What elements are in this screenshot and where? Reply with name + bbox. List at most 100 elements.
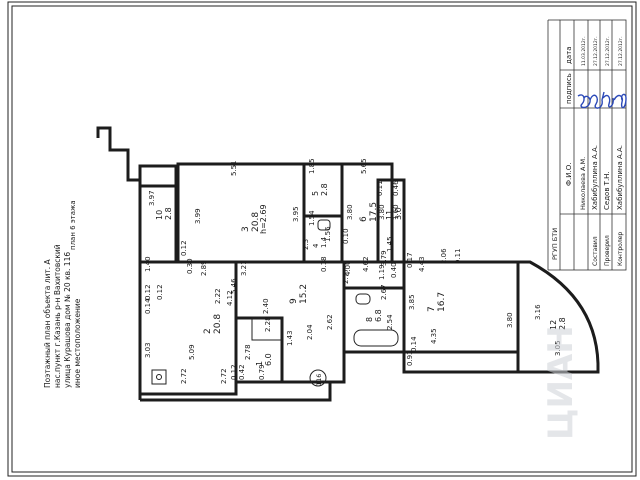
dim-label: 2.22 [214, 288, 222, 304]
bathtub-fixture [353, 329, 399, 347]
room-9-area: 15.2 [299, 284, 309, 304]
floor-label: план 6 этажа [69, 200, 77, 250]
col-header-date: дата [565, 47, 573, 65]
sink-fixture [317, 219, 331, 231]
floor-label-block: план 6 этажа [69, 200, 77, 250]
signature-block: РГУП БТИ Ф.И.О. подпись дата Николаева А… [547, 19, 627, 271]
dim-label: 0.12 [144, 284, 152, 300]
dim-label: 1.85 [308, 158, 316, 174]
toilet-fixture [355, 293, 371, 305]
dim-label: 3.85 [408, 294, 416, 310]
dim-label: 3.80 [346, 204, 354, 220]
dim-label: 3.80 [506, 312, 514, 328]
fixtures [151, 219, 399, 385]
room-5-area: 2.8 [320, 183, 329, 196]
dim-label: 1.45 [386, 236, 394, 252]
dim-label: 5.46 [230, 278, 238, 294]
room-7-area: 16.7 [437, 292, 447, 312]
dim-label: 2.04 [306, 324, 314, 340]
dim-label: 3.05 [554, 340, 562, 356]
organization-name: РГУП БТИ [551, 228, 559, 260]
room-11-number: 11 [385, 210, 394, 220]
room-10-area: 2.8 [164, 207, 173, 220]
entrance-marker [309, 369, 327, 387]
room-11-area: 3.0 [394, 207, 403, 220]
dim-label: 0.11 [376, 180, 384, 196]
dim-label: 1.43 [286, 330, 294, 346]
dim-label: 0.46 [392, 180, 400, 196]
stove-burner [156, 374, 162, 380]
dim-label: 2.54 [386, 314, 394, 330]
dim-label: 3.95 [292, 206, 300, 222]
signer-name-1: Николаева А.М. [579, 157, 587, 210]
dim-label: 3.80 [378, 204, 386, 220]
col-header-signature: подпись [565, 73, 573, 104]
room-labels: 10 2.8 3 20.8 h=2.69 5 2.8 4 1.4 6 17.5 … [155, 183, 567, 366]
header-line-4: иное местоположение [73, 298, 82, 388]
dim-label: 0.11 [454, 248, 462, 264]
room-6-area: 17.5 [369, 202, 379, 222]
room-9-number: 9 [289, 298, 299, 304]
room-4-number: 4 [312, 243, 320, 248]
header-line-2: нас.пункт г.Казань р-н Вахитовский [53, 244, 62, 388]
entrance-number: 116 [315, 374, 323, 386]
dim-label: 1.60 [392, 204, 400, 220]
col-header-name: Ф.И.О. [565, 163, 573, 186]
dim-label: 5.09 [188, 344, 196, 360]
header-line-3: улица Курашова дом № 20 кв. 116 [63, 252, 72, 388]
sign-date-4: 27.12.2012г. [618, 36, 624, 66]
building-walls [96, 126, 600, 402]
dim-label: 0.17 [406, 252, 414, 268]
dim-label: 4.35 [430, 328, 438, 344]
room-6-number: 6 [359, 216, 369, 222]
dim-label: 4.00 [344, 260, 352, 276]
room-12-area: 2.8 [558, 317, 567, 330]
dim-label: 4.62 [362, 256, 370, 272]
room-2-area: 20.8 [213, 314, 223, 334]
dim-label: 2.72 [220, 368, 228, 384]
dim-label: 0.40 [390, 262, 398, 278]
dim-label: 3.97 [148, 190, 156, 206]
sign-date-2: 27.12.2012г. [593, 36, 599, 66]
dim-label: 2.78 [244, 344, 252, 360]
room-8-area: 6.8 [374, 309, 383, 322]
signature-scribble-1 [577, 94, 591, 109]
dim-label: 0.42 [238, 364, 246, 380]
dimension-labels: 3.97 1.40 0.12 5.51 3.99 3.95 5.46 0.30 … [144, 158, 562, 384]
dim-label: 4.43 [418, 256, 426, 272]
role-2: Проверил [604, 235, 611, 266]
dim-label: 0.14 [144, 298, 152, 314]
dim-label: 5.65 [360, 158, 368, 174]
room-12-number: 12 [549, 320, 558, 330]
room-4-area: 1.4 [320, 236, 328, 248]
dim-label: 4.12 [226, 290, 234, 306]
dim-label: 2.28 [264, 316, 272, 332]
header-line-1: Поэтажный план объекта лит. А [43, 258, 52, 388]
dim-label: 2.62 [326, 314, 334, 330]
room-7-number: 7 [427, 306, 437, 312]
signer-name-3: Седов Т.Н. [603, 171, 611, 210]
dim-label: 2.77 [342, 268, 350, 284]
dim-label: 2.40 [262, 298, 270, 314]
dim-label: 5.51 [230, 160, 238, 176]
dim-label: 3.99 [194, 208, 202, 224]
dim-label: 0.12 [156, 284, 164, 300]
dim-label: 0.12 [230, 364, 238, 380]
room-1-number: 1 [255, 361, 264, 366]
sheet-inner-frame [11, 5, 633, 473]
room-5-number: 5 [311, 191, 320, 196]
dim-label: 3.21 [240, 260, 248, 276]
signer-name-2: Хабибуллина А.А. [591, 145, 599, 210]
dim-label: 2.06 [440, 248, 448, 264]
dim-label: 2.3 [302, 239, 310, 250]
role-3: Контролер [617, 232, 624, 266]
room-8-number: 8 [365, 317, 374, 322]
sheet-frame [7, 1, 637, 477]
dim-label: 1.40 [144, 256, 152, 272]
header-block: Поэтажный план объекта лит. А нас.пункт … [43, 244, 82, 388]
dim-label: 2.67 [380, 284, 388, 300]
signer-name-4: Хабибуллина А.А. [616, 145, 624, 210]
signature-scribble-2 [589, 91, 605, 109]
room-2-number: 2 [203, 328, 213, 334]
